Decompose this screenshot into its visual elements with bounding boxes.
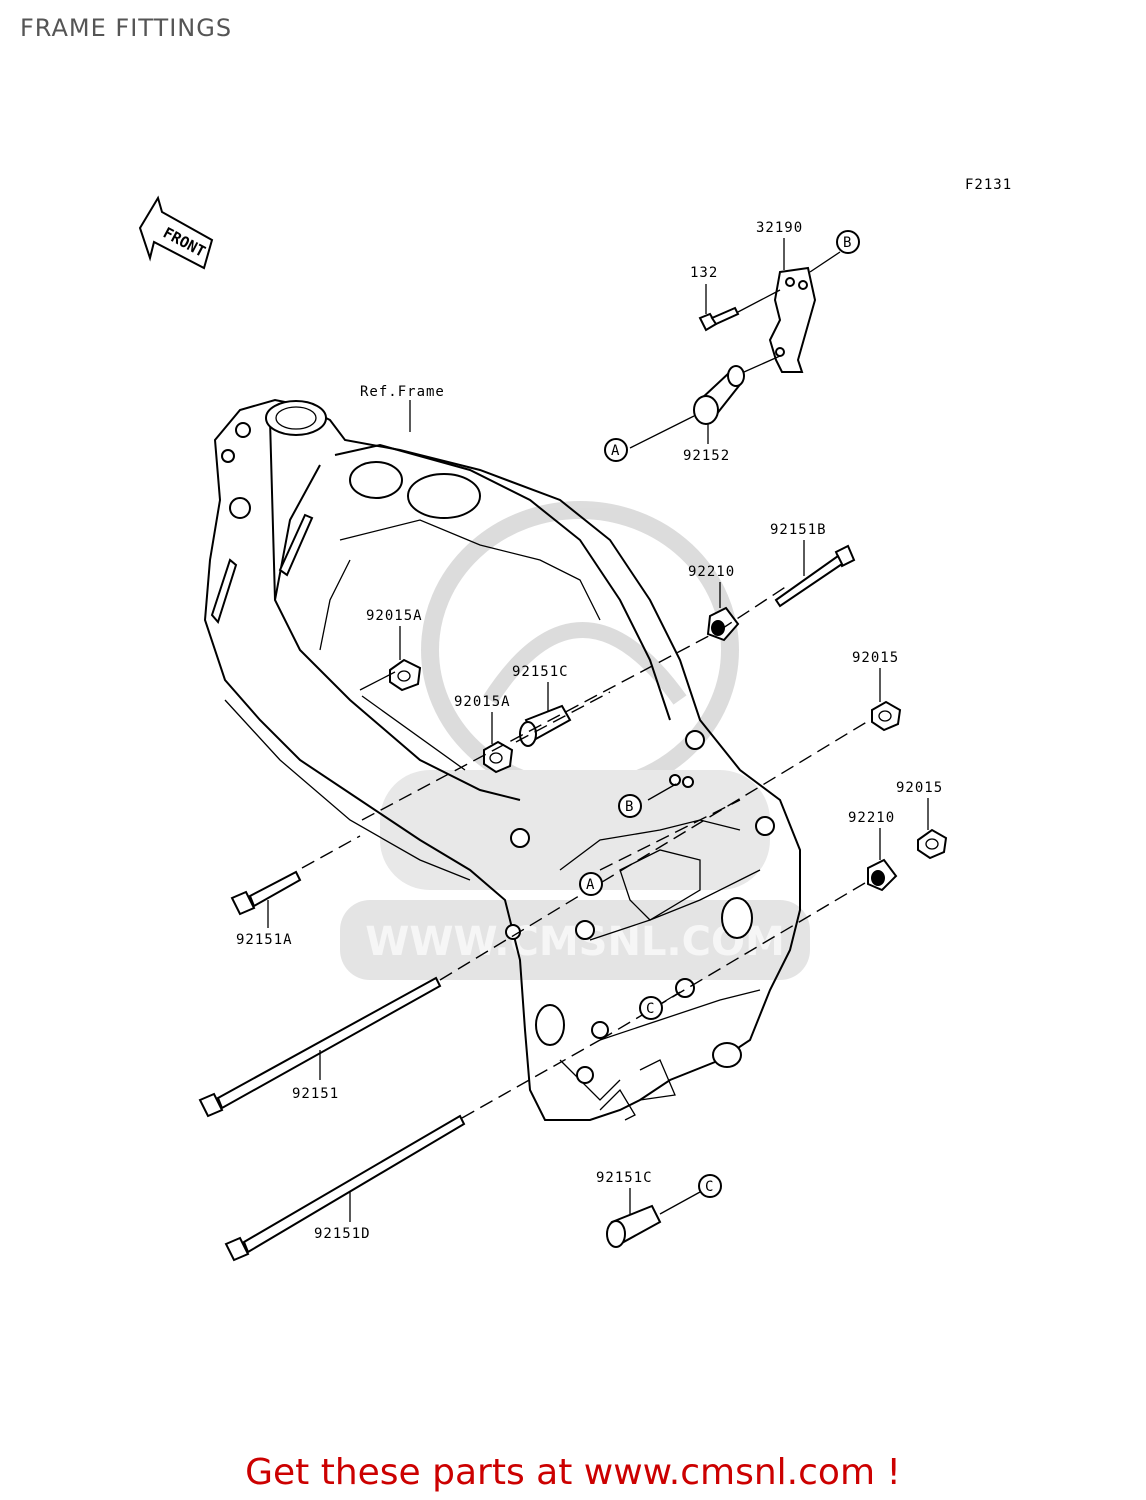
part-label-32190: 32190 bbox=[756, 220, 803, 236]
part-label-92151C-lower: 92151C bbox=[596, 1170, 653, 1186]
part-label-92151C-upper: 92151C bbox=[512, 664, 569, 680]
part-label-92015A-lower: 92015A bbox=[454, 694, 511, 710]
page-title: FRAME FITTINGS bbox=[20, 14, 233, 42]
watermark-logo: WWW.CMSNL.COM bbox=[340, 501, 810, 980]
svg-text:A: A bbox=[586, 877, 595, 893]
svg-text:C: C bbox=[646, 1001, 655, 1017]
nut-92015A-upper bbox=[389, 658, 422, 692]
nut-92015A-lower bbox=[483, 740, 514, 774]
bolt-92151C-lower bbox=[606, 1204, 662, 1248]
collar-92152 bbox=[693, 365, 745, 425]
assembly-lines bbox=[301, 583, 871, 1119]
part-label-92152: 92152 bbox=[683, 448, 730, 464]
callout-B-frame: B bbox=[618, 794, 642, 818]
part-label-92015-lower: 92015 bbox=[896, 780, 943, 796]
part-label-92015-upper: 92015 bbox=[852, 650, 899, 666]
callout-A-upper: A bbox=[604, 438, 628, 462]
figure-code: F2131 bbox=[965, 177, 1012, 193]
promo-banner[interactable]: Get these parts at www.cmsnl.com ! bbox=[245, 1452, 901, 1493]
part-label-92210-lower: 92210 bbox=[848, 810, 895, 826]
callout-C-frame: C bbox=[639, 996, 663, 1020]
bolt-132 bbox=[698, 306, 740, 332]
frame-body bbox=[203, 398, 801, 1121]
bolt-92151D bbox=[224, 1114, 466, 1262]
watermark-text: WWW.CMSNL.COM bbox=[365, 919, 785, 965]
part-label-92151D: 92151D bbox=[314, 1226, 371, 1242]
svg-text:C: C bbox=[705, 1179, 714, 1195]
svg-text:A: A bbox=[611, 443, 620, 459]
bolt-92151 bbox=[198, 976, 442, 1118]
part-label-132: 132 bbox=[690, 265, 718, 281]
part-label-92210-upper: 92210 bbox=[688, 564, 735, 580]
bolt-92151A bbox=[230, 870, 302, 916]
callout-C-lower: C bbox=[698, 1174, 722, 1198]
part-label-92151B: 92151B bbox=[770, 522, 827, 538]
callout-B-upper: B bbox=[836, 230, 860, 254]
svg-text:B: B bbox=[625, 799, 634, 815]
part-label-92151: 92151 bbox=[292, 1086, 339, 1102]
nut-92015-upper bbox=[871, 700, 902, 732]
part-label-92151A: 92151A bbox=[236, 932, 293, 948]
nut-92015-lower bbox=[917, 828, 948, 860]
bracket-32190 bbox=[768, 266, 817, 373]
bolt-92151B bbox=[774, 544, 856, 608]
ref-frame-label: Ref.Frame bbox=[360, 384, 445, 400]
front-arrow-icon: FRONT bbox=[138, 195, 214, 270]
washer-92210-lower bbox=[867, 858, 898, 892]
callout-A-frame: A bbox=[579, 872, 603, 896]
part-label-92015A-upper: 92015A bbox=[366, 608, 423, 624]
svg-text:B: B bbox=[843, 235, 852, 251]
